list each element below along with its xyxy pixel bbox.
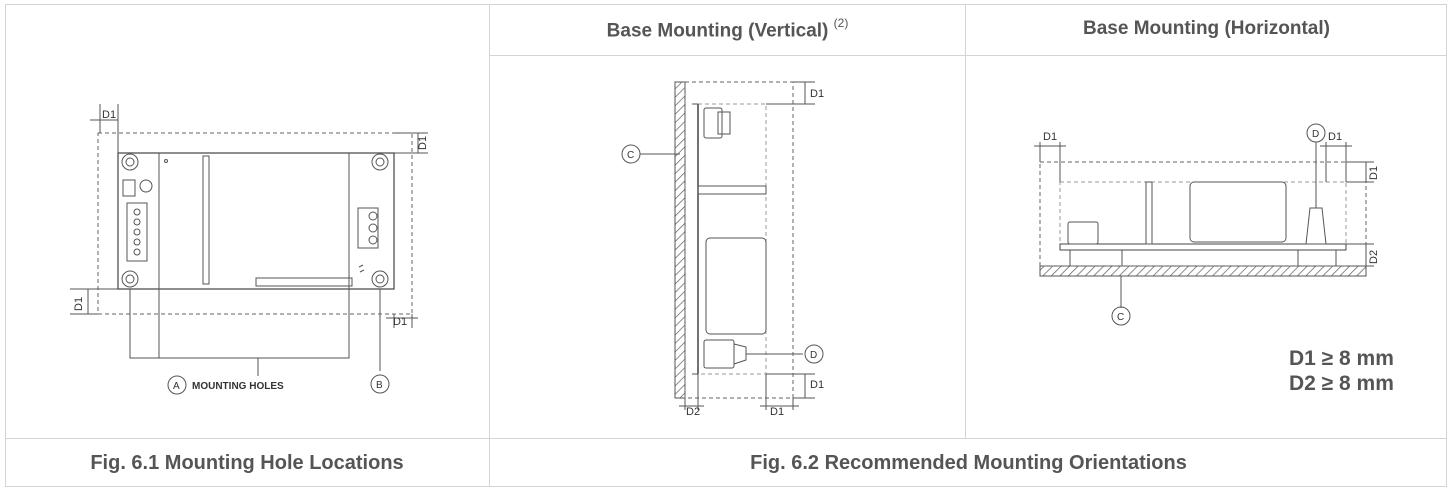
fig-6-2-vertical-drawing: D1 D1 D2 D1 C D bbox=[621, 81, 824, 418]
d1-label-horizontal-right: D1 bbox=[1328, 131, 1342, 143]
d1-label-right: D1 bbox=[417, 136, 429, 150]
fig-6-1-drawing: D1 D1 D1 D1 A MOUNTING HOLES B bbox=[70, 104, 429, 395]
d1-label-vertical-bottom-2: D1 bbox=[770, 406, 784, 418]
callout-d-vertical: D bbox=[810, 350, 817, 361]
d1-label-horizontal-left: D1 bbox=[1043, 131, 1057, 143]
mounting-holes-label: MOUNTING HOLES bbox=[192, 381, 284, 392]
callout-c-vertical-circle bbox=[621, 144, 641, 164]
enclosure-horizontal bbox=[1189, 181, 1287, 243]
d2-label-vertical: D2 bbox=[686, 406, 700, 418]
clearance-specs: D1 ≥ 8 mm D2 ≥ 8 mm bbox=[1289, 346, 1394, 396]
callout-b: B bbox=[376, 380, 383, 391]
callout-c-vertical: C bbox=[627, 150, 634, 161]
mounting-surface-vertical bbox=[674, 81, 686, 399]
grid-line-vertical-1 bbox=[489, 4, 490, 487]
callout-c-horizontal: C bbox=[1117, 312, 1124, 323]
callout-b-circle bbox=[370, 374, 390, 394]
grid-line-caption bbox=[5, 438, 1447, 439]
mounting-hole-br bbox=[371, 270, 389, 288]
grid-line-header bbox=[490, 55, 1447, 56]
d1-label-left: D1 bbox=[73, 297, 85, 311]
callout-d-horizontal: D bbox=[1312, 129, 1319, 140]
d1-label-vertical-bottom: D1 bbox=[810, 379, 824, 391]
d1-label-bottom: D1 bbox=[393, 316, 407, 328]
grid-line-vertical-2 bbox=[965, 4, 966, 439]
callout-a-circle bbox=[167, 375, 187, 395]
callout-a: A bbox=[173, 381, 180, 392]
callout-c-horizontal-circle bbox=[1111, 306, 1131, 326]
header-vertical: Base Mounting (Vertical) (2) bbox=[490, 16, 965, 42]
spec-d1: D1 ≥ 8 mm bbox=[1289, 347, 1394, 370]
mounting-hole-tl bbox=[121, 153, 139, 171]
d1-label-vertical-top: D1 bbox=[810, 88, 824, 100]
d2-label-horizontal: D2 bbox=[1368, 250, 1380, 264]
callout-d-vertical-circle bbox=[804, 344, 824, 364]
callout-d-horizontal-circle bbox=[1306, 123, 1326, 143]
mounting-surface-horizontal bbox=[1039, 265, 1367, 277]
header-vertical-note: (2) bbox=[833, 16, 849, 30]
header-vertical-label: Base Mounting (Vertical) bbox=[606, 20, 829, 42]
d1-label-horizontal-side: D1 bbox=[1368, 166, 1380, 180]
header-horizontal: Base Mounting (Horizontal) bbox=[1083, 18, 1330, 39]
caption-fig-6-2: Fig. 6.2 Recommended Mounting Orientatio… bbox=[750, 452, 1187, 474]
right-terminal-block bbox=[357, 207, 379, 249]
clearance-box-horizontal bbox=[1039, 161, 1367, 267]
mounting-hole-tr bbox=[371, 153, 389, 171]
enclosure-vertical bbox=[705, 237, 767, 335]
spec-d2: D2 ≥ 8 mm bbox=[1289, 372, 1394, 395]
board-outline bbox=[117, 152, 395, 290]
clearance-box-vertical bbox=[684, 81, 794, 399]
clearance-box bbox=[97, 132, 413, 315]
d1-label-top: D1 bbox=[102, 109, 116, 121]
fig-6-2-horizontal-drawing: D1 D1 D1 D2 D C bbox=[1034, 123, 1380, 326]
mounting-hole-bl bbox=[121, 270, 139, 288]
left-terminal-block bbox=[126, 202, 148, 262]
caption-fig-6-1: Fig. 6.1 Mounting Hole Locations bbox=[90, 452, 404, 474]
